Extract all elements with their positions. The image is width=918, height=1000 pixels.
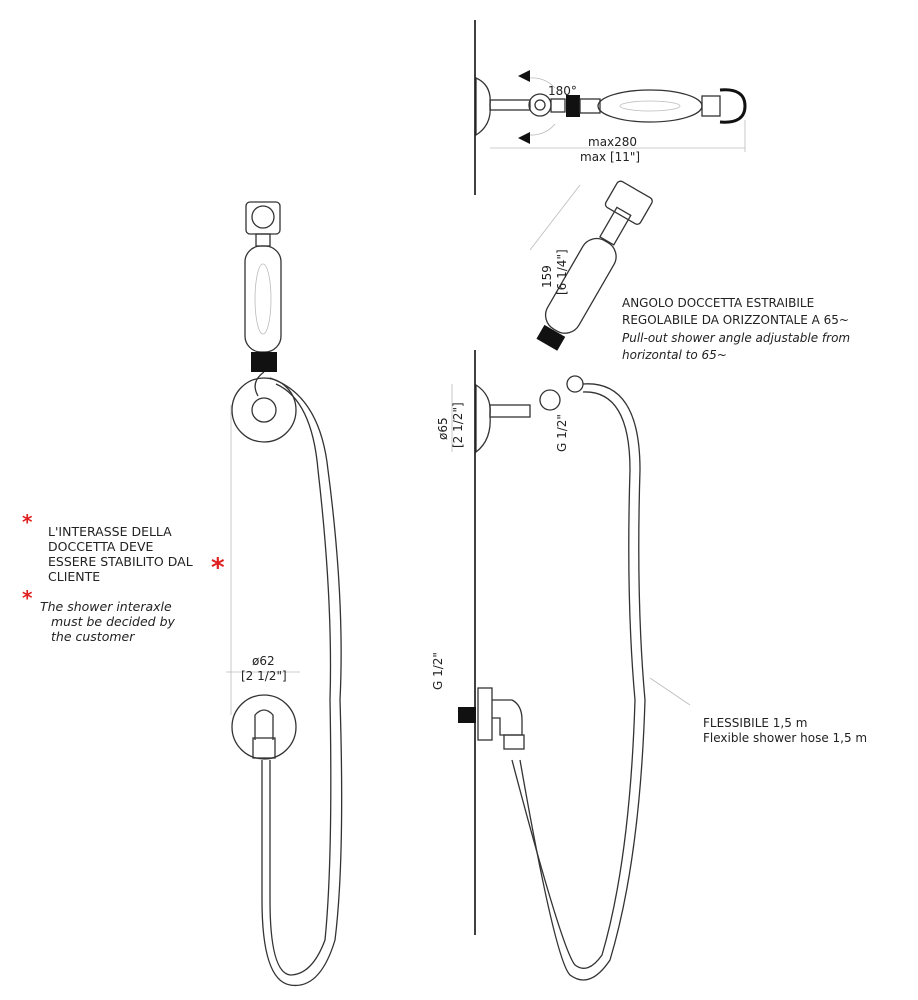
nut: [536, 324, 566, 351]
angle-note-en: horizontal to 65~: [622, 348, 727, 362]
handle: [544, 237, 617, 334]
holder-ring: [251, 397, 277, 423]
interaxle-note-en: The shower interaxle must be decided by …: [40, 599, 175, 644]
hose: [261, 377, 343, 987]
spray-head: [245, 201, 281, 235]
outlet-nut: [503, 734, 525, 750]
diameter-mm: ø62: [252, 654, 275, 668]
note-line: The shower interaxle: [40, 599, 172, 614]
outlet-elbow: [254, 709, 274, 740]
length-mm: max280: [588, 135, 637, 149]
rotation-label: 180°: [548, 84, 577, 98]
outlet-elbow: [492, 699, 523, 736]
angle-note-it: ANGOLO DOCCETTA ESTRAIBILE: [622, 296, 814, 310]
side-view: 159 [6 1/4"] ø65 [2 1/2"] G 1/2" G 1/2" …: [431, 180, 867, 981]
arrow-down-icon: [518, 132, 530, 144]
outlet-rosette: [477, 687, 493, 741]
interaxle-note-it: L'INTERASSE DELLA DOCCETTA DEVE ESSERE S…: [48, 524, 193, 584]
hose-connector: [566, 375, 584, 393]
hose-label-en: Flexible shower hose 1,5 m: [703, 731, 867, 745]
outlet-thread-label: G 1/2": [431, 652, 445, 690]
holder-hook: [254, 371, 265, 397]
arm: [489, 99, 531, 111]
arrow-up-icon: [518, 70, 530, 82]
handle: [244, 245, 282, 353]
note-line: DOCCETTA DEVE: [48, 539, 154, 554]
outlet-rosette: [231, 694, 297, 760]
swivel-joint: [539, 389, 561, 411]
nut: [566, 95, 580, 117]
hose-inner: [511, 391, 636, 969]
angle-note-it: REGOLABILE DA ORIZZONTALE A 65~: [622, 313, 849, 327]
neck: [701, 95, 721, 117]
note-line: L'INTERASSE DELLA: [48, 524, 172, 539]
holder-rosette: [231, 377, 297, 443]
rosette: [475, 77, 491, 137]
note-line: must be decided by: [51, 614, 175, 629]
arm: [489, 404, 531, 418]
neck: [599, 206, 632, 246]
diameter-in: [2 1/2"]: [241, 669, 287, 683]
rosette-diameter-mm: ø65: [436, 417, 450, 440]
length-in: max [11"]: [580, 150, 640, 164]
nut: [251, 352, 277, 372]
hose-label-it: FLESSIBILE 1,5 m: [703, 716, 807, 730]
rosette: [475, 383, 491, 454]
holder-thread: G 1/2": [555, 414, 569, 452]
handle-groove: [619, 100, 681, 112]
asterisk-icon: *: [22, 586, 33, 610]
outlet-thread: [458, 707, 476, 723]
top-view: 180° max280 max [11"]: [474, 20, 747, 195]
handshower-length-mm: 159: [540, 265, 554, 288]
swivel-pin: [534, 99, 546, 111]
hose: [519, 383, 646, 981]
connector: [550, 98, 566, 113]
handle-groove: [254, 263, 272, 335]
note-line: the customer: [51, 629, 135, 644]
spray-head: [719, 88, 747, 124]
rosette-diameter-in: [2 1/2"]: [451, 402, 465, 448]
spray-head: [604, 180, 653, 225]
handshower-dimension: [529, 184, 581, 251]
spray-face: [251, 205, 275, 229]
hose-leader: [649, 677, 691, 706]
asterisk-icon: *: [22, 510, 33, 534]
note-line: CLIENTE: [48, 569, 101, 584]
note-line: ESSERE STABILITO DAL: [48, 554, 193, 569]
neck: [255, 233, 271, 247]
hose-inner: [269, 383, 332, 976]
rotation-arc: [529, 77, 556, 136]
handle: [597, 89, 703, 123]
ferrule: [579, 98, 601, 114]
handshower-length-in: [6 1/4"]: [555, 249, 569, 295]
outlet-nut: [252, 737, 276, 759]
front-view: ø62 [2 1/2"]: [226, 201, 343, 987]
angle-note-en: Pull-out shower angle adjustable from: [622, 331, 850, 345]
interaxle-asterisk-icon: *: [211, 553, 225, 583]
